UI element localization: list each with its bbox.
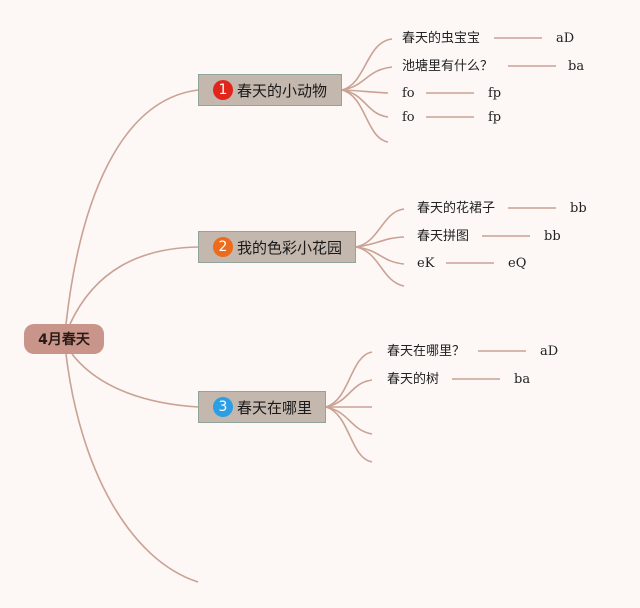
leaf-b2-3-label[interactable]: eK: [417, 256, 435, 271]
connector-b2-leaf-1: [355, 208, 405, 248]
leaf-b3-1-tag: aD: [540, 344, 559, 359]
leaf-b1-1-label[interactable]: 春天的虫宝宝: [402, 31, 481, 46]
leaf-b1-3-tag: fp: [488, 86, 502, 101]
number-badge-2: 2: [213, 237, 233, 257]
branch-node-2[interactable]: 2 我的色彩小花园: [198, 231, 356, 263]
leaf-b3-2-label[interactable]: 春天的树: [387, 372, 440, 387]
connector-b2-leaf-4: [355, 246, 405, 287]
leaf-b3-2-tag: ba: [514, 372, 531, 387]
root-node[interactable]: 4月春天: [24, 324, 104, 354]
leaf-b3-1-label[interactable]: 春天在哪里？: [387, 344, 466, 359]
branch-label-3: 春天在哪里: [237, 398, 313, 417]
connector-b3-leaf-5: [325, 406, 373, 463]
root-label: 4月春天: [38, 332, 90, 348]
leaf-b2-3-tag: eQ: [508, 256, 527, 271]
connector-b1-leaf-1: [341, 38, 393, 91]
branch-label-1: 春天的小动物: [237, 81, 328, 100]
branch-node-3[interactable]: 3 春天在哪里: [198, 391, 326, 423]
leaf-b2-1-label[interactable]: 春天的花裙子: [417, 201, 496, 216]
branch-label-2: 我的色彩小花园: [237, 238, 343, 257]
leaf-b1-4-label[interactable]: fo: [402, 110, 415, 125]
leaf-b1-2-label[interactable]: 池塘里有什么？: [402, 59, 494, 74]
leaf-b1-4-tag: fp: [488, 110, 502, 125]
leaf-b2-2-tag: bb: [544, 229, 561, 244]
leaf-b2-1-tag: bb: [570, 201, 587, 216]
connector-b1-leaf-2: [341, 66, 393, 91]
number-badge-3: 3: [213, 397, 233, 417]
connector-b1-leaf-5: [341, 89, 389, 143]
leaf-b1-2-tag: ba: [568, 59, 585, 74]
connector-root-branch-1: [65, 89, 199, 325]
connector-b1-leaf-4: [341, 89, 389, 118]
leaf-b1-3-label[interactable]: fo: [402, 86, 415, 101]
connector-b3-leaf-4: [325, 406, 373, 435]
number-badge-1: 1: [213, 80, 233, 100]
connector-root-extra: [65, 353, 199, 583]
connector-root-branch-2: [69, 246, 199, 325]
connector-b3-leaf-2: [325, 379, 373, 408]
connector-root-branch-3: [71, 353, 199, 408]
connector-b2-leaf-2: [355, 236, 405, 248]
branch-node-1[interactable]: 1 春天的小动物: [198, 74, 342, 106]
leaf-b1-1-tag: aD: [556, 31, 575, 46]
connector-b3-leaf-1: [325, 351, 373, 408]
connector-b1-leaf-3: [341, 89, 389, 94]
leaf-b2-2-label[interactable]: 春天拼图: [417, 229, 470, 244]
